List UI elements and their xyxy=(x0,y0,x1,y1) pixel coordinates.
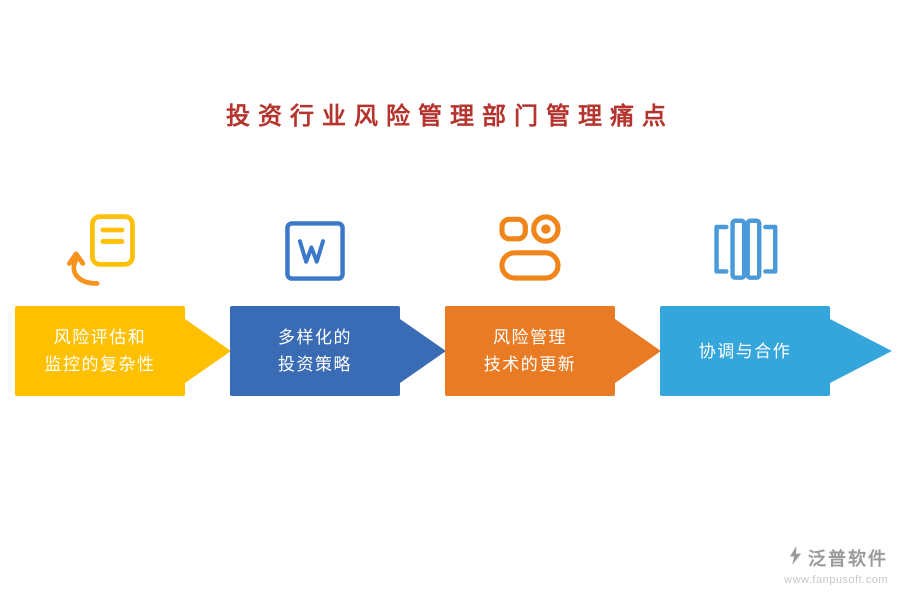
arrow-right-icon xyxy=(830,319,892,383)
step-label: 风险评估和 监控的复杂性 xyxy=(44,328,156,374)
fanpu-logo-icon xyxy=(788,546,803,570)
step-label: 多样化的 投资策略 xyxy=(278,328,352,374)
step-box-coordination: 协调与合作 xyxy=(660,306,830,396)
step-box-investment-strategy: 多样化的 投资策略 xyxy=(230,306,400,396)
footer-brand: 泛普软件 www.fanpusoft.com xyxy=(784,545,888,586)
step-label: 协调与合作 xyxy=(698,341,792,361)
document-return-arrow-icon xyxy=(15,200,185,302)
book-columns-icon xyxy=(660,200,830,302)
arrow-right-icon xyxy=(615,319,661,383)
record-panel-icon xyxy=(445,200,615,302)
arrow-right-icon xyxy=(185,319,231,383)
w-square-icon xyxy=(230,200,400,302)
step-label: 风险管理 技术的更新 xyxy=(483,328,577,374)
arrow-right-icon xyxy=(400,319,446,383)
step-box-risk-tech: 风险管理 技术的更新 xyxy=(445,306,615,396)
brand-name: 泛普软件 xyxy=(808,549,888,569)
brand-website: www.fanpusoft.com xyxy=(784,574,888,586)
step-box-risk-assessment: 风险评估和 监控的复杂性 xyxy=(15,306,185,396)
page-title: 投资行业风险管理部门管理痛点 xyxy=(226,103,674,130)
